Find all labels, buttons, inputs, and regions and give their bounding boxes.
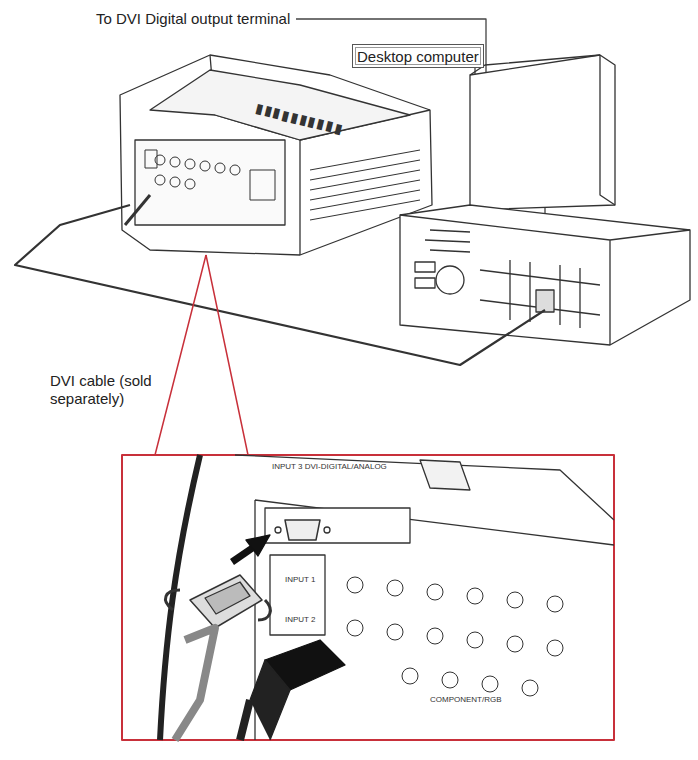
caption-label: INPUT 3 DVI-DIGITAL/ANALOG (272, 462, 422, 471)
caption-label: INPUT 1 (285, 575, 325, 584)
caption-label: DVI cable (sold separately) (50, 372, 190, 408)
inset (122, 455, 614, 740)
computer-tower (400, 205, 690, 345)
projector: ▮▮▮▮▮▮▮▮▮▮ (120, 55, 432, 255)
label-box: Desktop computer (352, 44, 484, 68)
monitor (470, 55, 615, 210)
dvi-cable (15, 205, 545, 365)
caption-label: To DVI Digital output terminal (96, 10, 336, 28)
caption-label: INPUT 2 (285, 615, 325, 624)
svg-text:▮▮▮▮▮▮▮▮▮▮: ▮▮▮▮▮▮▮▮▮▮ (254, 100, 345, 136)
caption-label: COMPONENT/RGB (430, 695, 530, 704)
box-text: Desktop computer (357, 48, 479, 65)
zoom-line (155, 255, 248, 455)
